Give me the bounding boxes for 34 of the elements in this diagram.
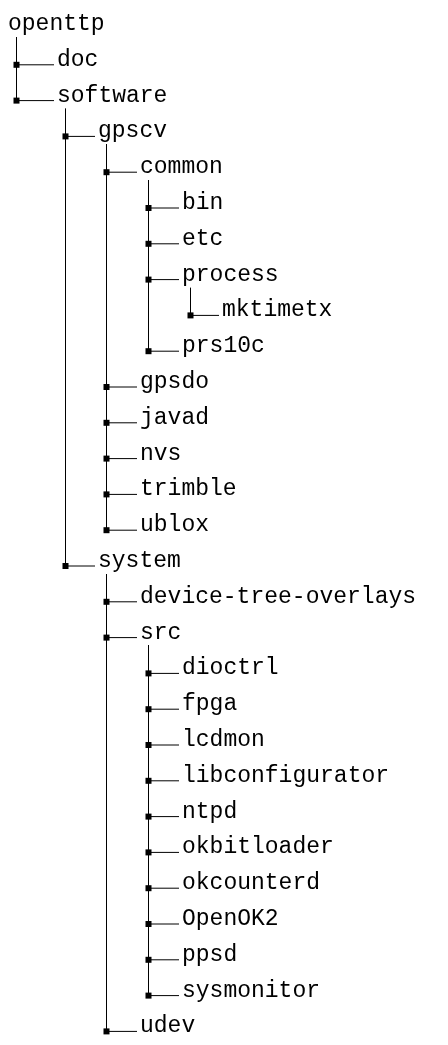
folder-name: prs10c <box>182 334 265 359</box>
folder-name: device-tree-overlays <box>140 584 417 609</box>
folder-name: system <box>98 549 181 573</box>
folder-name: javad <box>140 405 209 430</box>
tree-connector <box>106 573 138 1032</box>
folder-name: ublox <box>140 513 209 538</box>
folder-name: trimble <box>140 477 237 502</box>
folder-name: okbitloader <box>182 835 334 860</box>
folder-name: process <box>182 262 279 287</box>
folder-name: ntpd <box>182 799 238 824</box>
folder-name: common <box>140 155 223 180</box>
folder-name: software <box>57 83 168 108</box>
folder-name: src <box>140 620 182 645</box>
folder-name: ppsd <box>182 942 238 967</box>
folder-name: libconfigurator <box>182 763 390 788</box>
folder-name: okcounterd <box>182 871 321 896</box>
folder-name: OpenOK2 <box>182 907 279 931</box>
folder-name: mktimetx <box>222 298 333 323</box>
folder-name: gpscv <box>98 119 167 144</box>
folder-name: udev <box>140 1014 196 1039</box>
tree-connector <box>65 108 96 567</box>
folder-name: doc <box>57 47 99 72</box>
folder-name: fpga <box>182 692 238 717</box>
tree-connector <box>16 36 55 102</box>
folder-name: openttp <box>8 12 105 36</box>
folder-name: dioctrl <box>182 656 279 681</box>
tree-connector <box>148 179 180 352</box>
folder-name: etc <box>182 226 224 251</box>
folder-name: sysmonitor <box>182 978 321 1003</box>
folder-name: lcdmon <box>182 728 265 752</box>
folder-name: nvs <box>140 441 182 466</box>
folder-name: gpsdo <box>140 370 209 394</box>
folder-name: bin <box>182 191 224 215</box>
tree-connector <box>190 287 220 316</box>
